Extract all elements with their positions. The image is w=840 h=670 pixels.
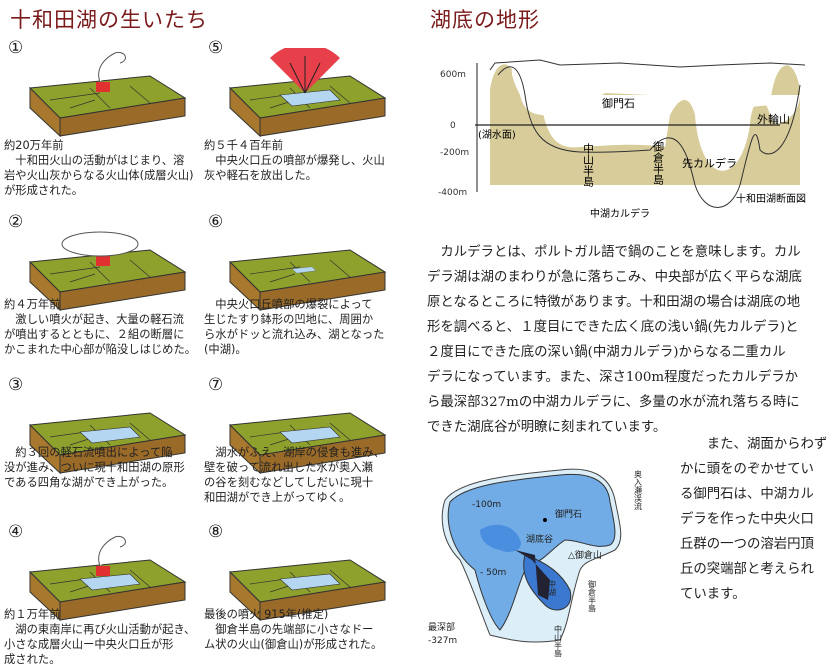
step-caption: 約１万年前 湖の東南岸に再び火山活動が起き、 小さな成層火山ー中央火口丘が形 成…: [4, 608, 196, 666]
block-diagram-lake2: [228, 412, 387, 475]
step-number: ⑦: [208, 375, 224, 395]
page-title-right: 湖底の地形: [430, 8, 540, 32]
cross-section-diagram: 600m 0 -200m -400m (湖水面) 御門石 外輪山 先カルデラ 十…: [438, 59, 806, 220]
svg-text:600m: 600m: [440, 70, 466, 80]
step-caption: 中央火口丘噴部の爆裂によって 生じたすり鉢形の凹地に、周囲か ら水がドッと流れ込…: [204, 298, 385, 356]
svg-text:- 50m: - 50m: [480, 568, 506, 578]
block-diagram-blast: [228, 48, 387, 138]
svg-text:外輪山: 外輪山: [757, 112, 790, 126]
axis-labels: 600m 0 -200m -400m: [438, 70, 469, 198]
svg-text:御門石: 御門石: [555, 508, 582, 520]
step-caption: 約３回の軽石流噴出によって陥 没が進み、ついに現十和田湖の原形 である四角な湖が…: [4, 446, 185, 489]
step-number: ②: [8, 212, 24, 232]
step-number: ⑤: [208, 38, 224, 58]
step-number: ⑥: [208, 212, 224, 232]
step-caption: 約５千４百年前 中央火口丘の噴部が爆発し、火山 灰や軽石を放出した。: [204, 139, 385, 182]
step-caption: 約４万年前 激しい噴火が起き、大量の軽石流 が噴出するとともに、２組の断層に か…: [4, 298, 197, 356]
step-caption: 最後の噴火 915年(推定) 御倉半島の先端部に小さなドー ム状の火山(御倉山)…: [204, 608, 383, 651]
svg-text:中山半島: 中山半島: [582, 143, 595, 188]
svg-text:中湖カルデラ: 中湖カルデラ: [590, 207, 650, 220]
lake-bathymetry-map: -100m - 50m 御門石 湖底谷 △御倉山 中湖 御倉半島 中山半島 奥入…: [428, 468, 643, 658]
svg-text:奥入瀬渓流: 奥入瀬渓流: [634, 469, 643, 511]
block-diagram-lakecone: [28, 535, 187, 622]
step-number: ④: [8, 522, 24, 542]
svg-text:-327m: -327m: [428, 636, 457, 646]
svg-text:御倉半島: 御倉半島: [652, 140, 665, 186]
svg-text:-200m: -200m: [440, 148, 469, 158]
block-diagram-crater: [228, 249, 387, 312]
step-number: ③: [8, 375, 24, 395]
step-caption: 湖水がふえ、湖岸の侵食も進み、 壁を破って流れ出した水が奥入瀬 の谷を刻むなどし…: [204, 446, 385, 504]
svg-text:△御倉山: △御倉山: [568, 549, 602, 561]
block-diagram-cone: [28, 51, 187, 138]
block-diagram-cloud: [28, 231, 187, 312]
svg-text:-100m: -100m: [472, 500, 501, 510]
page-title-left: 十和田湖の生いたち: [10, 8, 208, 32]
gomon-description: また、湖面からわず かに頭をのぞかせてい る御門石は、中湖カル デラを作った中央…: [680, 437, 828, 602]
svg-text:0: 0: [450, 121, 456, 131]
svg-text:最深部: 最深部: [428, 621, 455, 633]
svg-text:中山半島: 中山半島: [554, 624, 563, 658]
svg-text:(湖水面): (湖水面): [478, 129, 516, 141]
svg-text:十和田湖断面図: 十和田湖断面図: [736, 192, 806, 205]
block-diagram-lake3: [228, 559, 387, 622]
step-number: ①: [8, 38, 24, 58]
svg-text:湖底谷: 湖底谷: [526, 533, 553, 545]
svg-text:御倉半島: 御倉半島: [588, 579, 597, 613]
step-number: ⑧: [208, 522, 224, 542]
svg-text:-400m: -400m: [438, 188, 467, 198]
caldera-description: カルデラとは、ポルトガル語で鍋のことを意味します。カル デラ湖は湖のまわりが急に…: [427, 245, 802, 435]
svg-text:中湖: 中湖: [548, 579, 557, 597]
block-diagram-lake: [28, 412, 187, 475]
svg-text:先カルデラ: 先カルデラ: [682, 156, 737, 170]
svg-text:御門石: 御門石: [602, 96, 635, 110]
step-caption: 約20万年前 十和田火山の活動がはじまり、溶 岩や火山灰からなる火山体(成層火山…: [4, 139, 194, 197]
